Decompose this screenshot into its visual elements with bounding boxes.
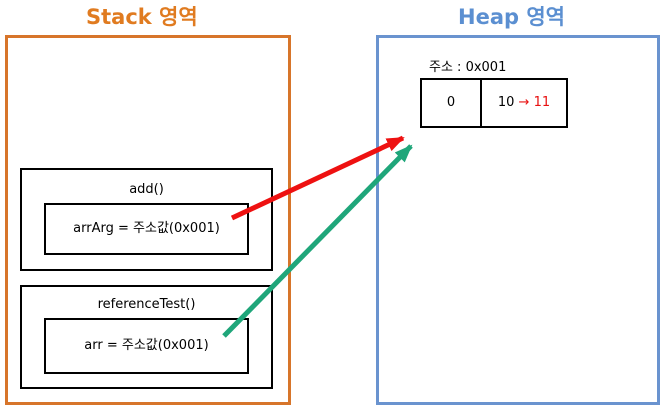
variable-arrArg: arrArg = 주소값(0x001) xyxy=(44,203,249,255)
arr-reference-arrow xyxy=(222,144,413,338)
variable-arrArg-text: arrArg = 주소값(0x001) xyxy=(73,221,220,236)
heap-array-cell-0-value: 0 xyxy=(446,95,456,110)
stack-frame-referenceTest-label: referenceTest() xyxy=(97,297,196,312)
heap-array-cell-1-new-value: 11 xyxy=(533,95,551,110)
heap-array-cell-1: 10 → 11 xyxy=(480,78,568,128)
stack-region xyxy=(5,35,291,405)
stack-region-title: Stack 영역 xyxy=(86,5,198,29)
stack-frame-add-label: add() xyxy=(129,182,164,197)
arrArg-reference-arrow xyxy=(230,135,405,221)
heap-address-label: 주소 : 0x001 xyxy=(429,60,507,75)
stack-frame-add: add() arrArg = 주소값(0x001) xyxy=(20,168,273,271)
change-arrow-icon: → xyxy=(518,95,530,110)
heap-array-cell-1-old-value: 10 xyxy=(497,95,515,110)
stack-frame-referenceTest: referenceTest() arr = 주소값(0x001) xyxy=(20,285,273,389)
variable-arr: arr = 주소값(0x001) xyxy=(44,318,249,374)
heap-region-title: Heap 영역 xyxy=(458,5,565,29)
heap-region xyxy=(376,35,660,405)
variable-arr-text: arr = 주소값(0x001) xyxy=(84,338,209,353)
